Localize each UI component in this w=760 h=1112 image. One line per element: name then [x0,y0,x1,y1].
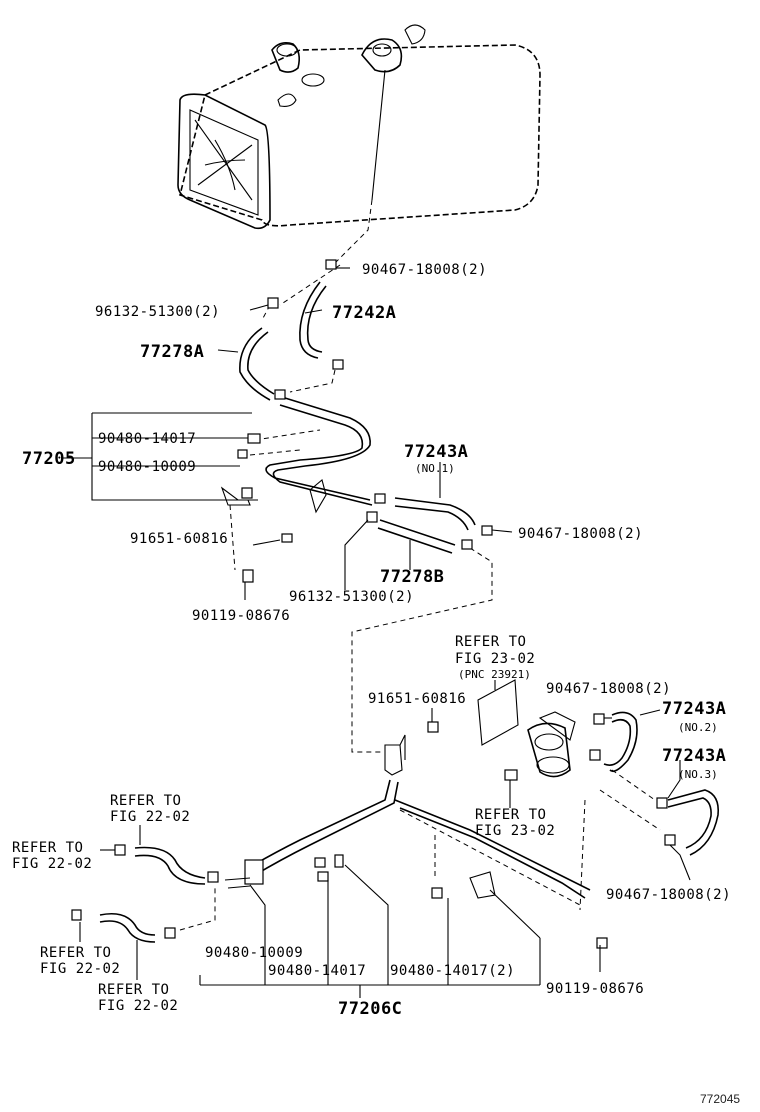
label-hose-77278a: 77278A [140,342,204,362]
grommet-icon [247,433,261,444]
label-refer-canister-b1: REFER TO [475,807,546,823]
label-clip-lower: 90467-18008(2) [546,681,671,697]
label-group-77206c: 77206C [338,999,402,1019]
label-clip-mid: 90467-18008(2) [518,526,643,542]
figure-id: 772045 [700,1092,740,1106]
label-refer-canister-a1: REFER TO [455,634,526,650]
label-clip-top: 90467-18008(2) [362,262,487,278]
lower-lines [71,679,720,949]
label-refer-fig22-b1: REFER TO [12,840,83,856]
label-refer-fig22-d1: REFER TO [98,982,169,998]
clip-icon [325,259,337,270]
clip-icon [481,525,493,536]
label-hose-77243a-no2: 77243A [662,699,726,719]
clamp-icon [267,297,279,309]
clip-icon [274,389,286,400]
label-hose-77278b: 77278B [380,567,444,587]
label-refer-fig22-b2: FIG 22-02 [12,856,92,872]
label-grommet-l2: 90480-14017 [268,963,366,979]
leader-lines [79,267,691,980]
fuel-tank [177,24,541,230]
clamp-icon [461,539,473,550]
label-refer-fig22-d2: FIG 22-02 [98,998,178,1014]
label-clamp-upper: 96132-51300(2) [95,304,220,320]
label-refer-canister-a2: FIG 23-02 [455,651,535,667]
label-grommet-l1: 90480-10009 [205,945,303,961]
label-hose-77242a: 77242A [332,303,396,323]
label-hose-no3: (NO.3) [678,768,718,781]
label-bolt-mid2: 90119-08676 [192,608,290,624]
clamp-icon [241,487,253,499]
label-hose-77243a-no3: 77243A [662,746,726,766]
label-refer-fig22-a2: FIG 22-02 [110,809,190,825]
label-bolt-mid: 91651-60816 [130,531,228,547]
label-group-77205: 77205 [22,449,76,469]
bolt-icon [281,533,293,543]
label-refer-fig22-c2: FIG 22-02 [40,961,120,977]
grommet-icon [237,449,248,459]
label-refer-canister-b2: FIG 23-02 [475,823,555,839]
clamp-icon [366,511,378,523]
part-labels: 90467-18008(2) 96132-51300(2) 77242A 772… [12,262,740,1106]
bolt-icon [242,569,254,583]
label-hose-77243a-no1: 77243A [404,442,468,462]
label-hose-no2: (NO.2) [678,721,718,734]
label-refer-fig22-a1: REFER TO [110,793,181,809]
label-grommet-l3: 90480-14017(2) [390,963,515,979]
label-hose-no1: (NO.1) [415,462,455,475]
clip-icon [374,493,386,504]
label-bolt-lower: 91651-60816 [368,691,466,707]
label-clip-lower2: 90467-18008(2) [606,887,731,903]
group-brackets [62,412,541,998]
upper-clips [237,259,493,583]
label-grommet-u1: 90480-14017 [98,431,196,447]
upper-lines [220,199,493,753]
label-clamp-mid: 96132-51300(2) [289,589,414,605]
clip-icon [332,359,344,370]
label-grommet-u2: 90480-10009 [98,459,196,475]
label-bolt-lower2: 90119-08676 [546,981,644,997]
label-refer-canister-a3: (PNC 23921) [458,668,531,681]
label-refer-fig22-c1: REFER TO [40,945,111,961]
